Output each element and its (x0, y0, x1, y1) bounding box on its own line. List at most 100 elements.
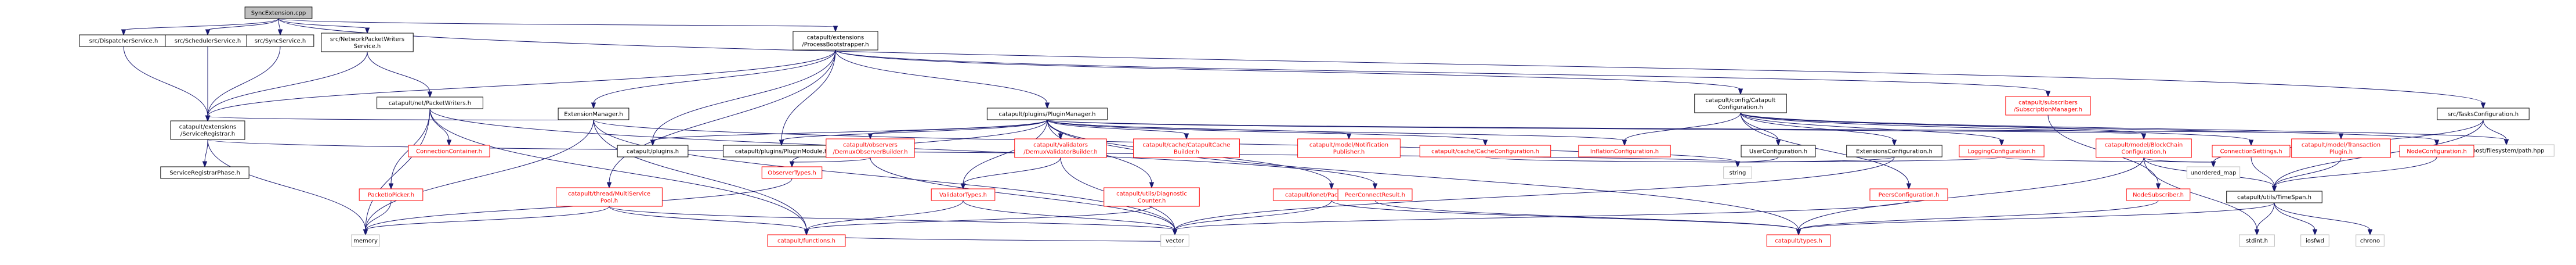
node-label: PeersConfiguration.h (1879, 192, 1940, 199)
node-box (2437, 108, 2530, 120)
graph-node-conncont[interactable]: ConnectionContainer.h (408, 145, 490, 157)
edge-root-to-scheduler (205, 18, 279, 36)
edge-root-to-dispatcher (121, 18, 279, 36)
node-box (767, 234, 846, 247)
node-box (321, 33, 414, 52)
node-label: Pool.h (600, 198, 618, 205)
node-box (826, 138, 915, 158)
graph-node-procboot[interactable]: catapult/extensions/ProcessBootstrapper.… (793, 31, 878, 51)
graph-node-types[interactable]: catapult/types.h (1766, 234, 1831, 247)
graph-node-iosfwd: iosfwd (2300, 234, 2329, 247)
node-box (1133, 138, 1240, 158)
node-box (351, 234, 380, 247)
graph-node-inflconf[interactable]: InflationConfiguration.h (1578, 145, 1671, 157)
node-label: catapult/extensions (179, 124, 236, 131)
node-label: ExtensionsConfiguration.h (1856, 149, 1933, 155)
graph-node-validatortypes[interactable]: ValidatorTypes.h (931, 188, 996, 201)
edge-procboot-to-svcreg (205, 49, 836, 122)
edge-multisvc-to-memory (363, 206, 610, 236)
edge-functions-to-vector (806, 234, 1178, 248)
node-label: Configuration.h (1718, 105, 1763, 111)
graph-node-timespan[interactable]: catapult/utils/TimeSpan.h (2226, 191, 2322, 203)
node-label: Publisher.h (1333, 149, 1365, 156)
edge-valbuilder-to-validatortypes (960, 157, 1061, 190)
graph-node-valbuilder[interactable]: catapult/validators/DemuxValidatorBuilde… (1014, 138, 1107, 158)
graph-node-srphase[interactable]: ServiceRegistrarPhase.h (160, 166, 249, 179)
node-label: iosfwd (2306, 238, 2324, 245)
node-label: ConnectionSettings.h (2220, 149, 2282, 155)
graph-node-userconf[interactable]: UserConfiguration.h (1741, 145, 1816, 157)
node-label: /ServiceRegistrar.h (180, 131, 235, 138)
node-box (2399, 145, 2474, 157)
graph-node-packetpicker[interactable]: PacketIoPicker.h (359, 188, 424, 201)
graph-node-tasksconf[interactable]: src/TasksConfiguration.h (2437, 108, 2530, 120)
node-box (931, 188, 996, 201)
node-box (761, 166, 823, 179)
graph-node-cacheconf[interactable]: catapult/cache/CacheConfiguration.h (1419, 145, 1551, 157)
edge-procboot-to-extmgr (591, 49, 836, 109)
graph-node-dispatcher[interactable]: src/DispatcherService.h (79, 34, 168, 47)
graph-node-functions[interactable]: catapult/functions.h (767, 234, 846, 247)
node-box (986, 108, 1108, 120)
graph-node-chrono: chrono (2356, 234, 2385, 247)
node-box (2291, 138, 2391, 158)
node-box (558, 108, 629, 120)
graph-node-peersconf[interactable]: PeersConfiguration.h (1869, 188, 1948, 201)
graph-node-syncservice[interactable]: src/SyncService.h (246, 34, 314, 47)
graph-node-nodeconf[interactable]: NodeConfiguration.h (2399, 145, 2474, 157)
node-box (408, 145, 490, 157)
graph-node-pluginmodule[interactable]: catapult/plugins/PluginModule.h (722, 145, 841, 157)
graph-node-cpluginsh[interactable]: catapult/plugins.h (617, 145, 689, 157)
graph-node-nodesub[interactable]: NodeSubscriber.h (2126, 188, 2191, 201)
node-label: catapult/utils/Diagnostic (1116, 191, 1187, 198)
graph-node-pluginmgr[interactable]: catapult/plugins/PluginManager.h (986, 108, 1108, 120)
edge-root-to-npws (278, 18, 370, 34)
graph-node-svcreg[interactable]: catapult/extensions/ServiceRegistrar.h (170, 120, 245, 140)
node-label: catapult/validators (1033, 142, 1088, 149)
edge-blockchainconf-to-unordered_map (2143, 157, 2216, 168)
node-box (1741, 145, 1816, 157)
node-label: ServiceRegistrarPhase.h (169, 170, 240, 177)
node-label: SyncExtension.cpp (251, 10, 306, 17)
node-label: catapult/plugins/PluginModule.h (735, 149, 828, 155)
edge-npws-to-packetwriters (367, 51, 433, 98)
graph-node-idobsbuilder[interactable]: catapult/observers/DemuxObserverBuilder.… (826, 138, 915, 158)
graph-node-observertypes[interactable]: ObserverTypes.h (761, 166, 823, 179)
node-label: string (1730, 170, 1746, 177)
node-label: vector (1166, 238, 1185, 245)
node-label: UserConfiguration.h (1749, 149, 1807, 155)
graph-node-connsettings[interactable]: ConnectionSettings.h (2212, 145, 2291, 157)
graph-edges (121, 18, 2509, 248)
node-label: catapult/model/BlockChain (2105, 142, 2183, 149)
node-label: catapult/model/Transaction (2302, 142, 2380, 149)
graph-node-extconf[interactable]: ExtensionsConfiguration.h (1846, 145, 1942, 157)
node-box (246, 34, 314, 47)
graph-node-logconf[interactable]: LoggingConfiguration.h (1959, 145, 2045, 157)
edge-npws-to-svcreg (205, 51, 368, 122)
node-label: src/NetworkPacketWriters (330, 37, 404, 43)
node-label: Counter.h (1138, 198, 1166, 205)
node-label: /DemuxValidatorBuilder.h (1023, 149, 1098, 156)
node-label: src/SchedulerService.h (175, 38, 241, 45)
edge-multisvc-to-functions (609, 206, 809, 236)
graph-node-extmgr[interactable]: ExtensionManager.h (558, 108, 629, 120)
node-label: catapult/config/Catapult (1706, 98, 1776, 104)
graph-node-submgr[interactable]: catapult/subscribers/SubscriptionManager… (2005, 96, 2091, 116)
edge-catconf-to-nodeconf (1740, 112, 2440, 146)
graph-node-packetwriters[interactable]: catapult/net/PacketWriters.h (377, 96, 483, 109)
edge-catconf-to-peersconf (1740, 112, 1912, 190)
graph-node-peerresult[interactable]: PeerConnectResult.h (1337, 188, 1413, 201)
edge-procboot-to-multisvc (606, 49, 836, 189)
graph-node-scheduler[interactable]: src/SchedulerService.h (165, 34, 251, 47)
node-box (617, 145, 689, 157)
node-box (2226, 191, 2322, 203)
